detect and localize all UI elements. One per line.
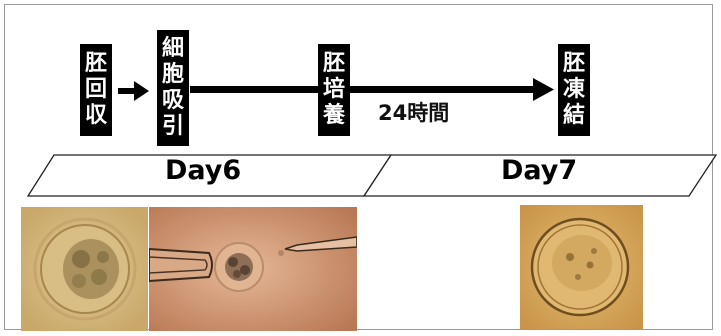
day7-label: Day7 <box>501 155 578 186</box>
day6-label: Day6 <box>165 155 242 186</box>
step-box-embryo-culture: 胚 培 養 <box>318 44 350 136</box>
step-box-embryo-freezing: 胚 凍 結 <box>558 44 590 136</box>
step-char: 培 <box>322 77 345 102</box>
duration-label: 24時間 <box>378 101 450 125</box>
aspiration-image <box>149 207 357 331</box>
step-char: 凍 <box>562 77 585 102</box>
connector-line <box>190 86 318 93</box>
step-char: 養 <box>322 103 345 128</box>
step-char: 吸 <box>161 88 184 113</box>
long-arrow-icon <box>350 78 554 101</box>
step-char: 胞 <box>161 62 184 87</box>
step-char: 胚 <box>84 51 107 76</box>
embryo-retrieval-photo <box>21 207 148 331</box>
step-char: 収 <box>84 103 107 128</box>
step-char: 結 <box>562 103 585 128</box>
step-char: 引 <box>161 114 184 139</box>
short-arrow-icon <box>118 81 149 101</box>
step-char: 胚 <box>562 51 585 76</box>
step-char: 回 <box>84 77 107 102</box>
embryo-image <box>21 207 148 331</box>
cell-aspiration-photo <box>149 207 357 331</box>
step-char: 胚 <box>322 51 345 76</box>
embryo-freezing-photo <box>520 205 643 329</box>
step-box-embryo-retrieval: 胚 回 収 <box>80 44 112 136</box>
day7-band <box>362 154 718 197</box>
figure-frame <box>4 4 713 330</box>
blastocyst-image <box>520 205 643 329</box>
step-box-cell-aspiration: 細 胞 吸 引 <box>157 30 189 146</box>
step-char: 細 <box>161 36 184 61</box>
